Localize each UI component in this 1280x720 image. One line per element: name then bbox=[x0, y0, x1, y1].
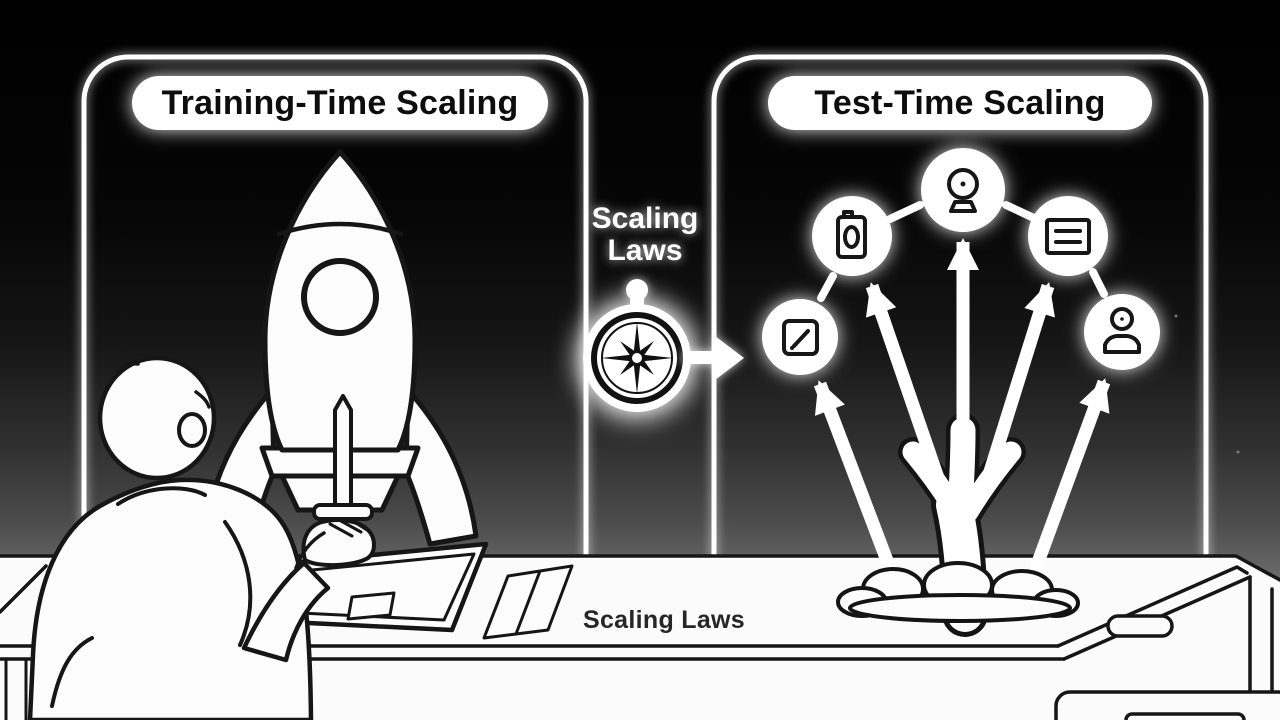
person-at-desk bbox=[27, 355, 376, 720]
tree-node-circle bbox=[1028, 196, 1108, 276]
connector-dash bbox=[1089, 268, 1108, 298]
desk-drawer-inner bbox=[1124, 712, 1246, 720]
rocket-nose-line bbox=[276, 221, 404, 237]
branching-tree bbox=[762, 148, 1160, 637]
drawer-handle-slot bbox=[1106, 614, 1174, 638]
left-panel-title: Training-Time Scaling bbox=[162, 84, 519, 122]
branch-arrow-upper-left bbox=[865, 282, 945, 481]
paper-fold-line bbox=[514, 569, 542, 636]
rocket-fin-right bbox=[403, 387, 479, 547]
star-dot bbox=[1236, 450, 1240, 454]
center-caption-line1: Scaling bbox=[592, 202, 699, 235]
left-sleeve-seam bbox=[50, 636, 94, 708]
cuff-line bbox=[294, 531, 326, 570]
compass-icon bbox=[569, 279, 705, 426]
arrow-right-icon bbox=[683, 336, 744, 380]
connector-dash bbox=[817, 272, 837, 302]
rocket-window bbox=[301, 258, 379, 336]
user-icon bbox=[1103, 307, 1141, 354]
center-caption-line2: Laws bbox=[607, 234, 682, 267]
webcam-icon bbox=[947, 168, 979, 213]
desk-left-corner-edge bbox=[0, 564, 48, 614]
tree-nodes bbox=[762, 148, 1160, 375]
laptop-key bbox=[346, 591, 396, 621]
connector-dash bbox=[1002, 201, 1040, 223]
person-head bbox=[97, 355, 217, 481]
left-panel-title-pill: Training-Time Scaling bbox=[132, 76, 548, 130]
branch-arrow-lower-right bbox=[1015, 378, 1111, 609]
rocket bbox=[201, 149, 479, 547]
battery-icon bbox=[836, 210, 867, 259]
finger-lines bbox=[328, 518, 369, 538]
hair-line bbox=[116, 362, 140, 374]
tree-node-circle bbox=[1084, 294, 1160, 370]
desk-left-leg-lines bbox=[4, 658, 28, 720]
right-panel-title-pill: Test-Time Scaling bbox=[768, 76, 1152, 130]
edit-icon bbox=[782, 319, 819, 356]
tree-node-circle bbox=[921, 148, 1005, 232]
star-dot bbox=[1174, 314, 1178, 318]
face-profile-line bbox=[194, 390, 211, 409]
tree-node-circle bbox=[812, 196, 892, 276]
tree-mound bbox=[836, 561, 1080, 623]
desk-caption: Scaling Laws bbox=[583, 606, 745, 634]
card-lines-icon bbox=[1045, 218, 1091, 255]
lever-blade bbox=[333, 394, 353, 510]
lever-guard bbox=[312, 503, 374, 521]
right-sleeve-seam bbox=[223, 520, 253, 647]
branch-arrow-upper-right bbox=[981, 282, 1055, 480]
node-connectors bbox=[817, 201, 1108, 302]
right-panel-title: Test-Time Scaling bbox=[814, 84, 1105, 122]
connector-dash bbox=[886, 201, 924, 223]
collar-line bbox=[116, 486, 207, 506]
person-ear bbox=[177, 412, 207, 448]
person-forearm bbox=[241, 560, 331, 663]
branch-arrows bbox=[813, 238, 1111, 611]
paper-sheets bbox=[482, 564, 574, 640]
